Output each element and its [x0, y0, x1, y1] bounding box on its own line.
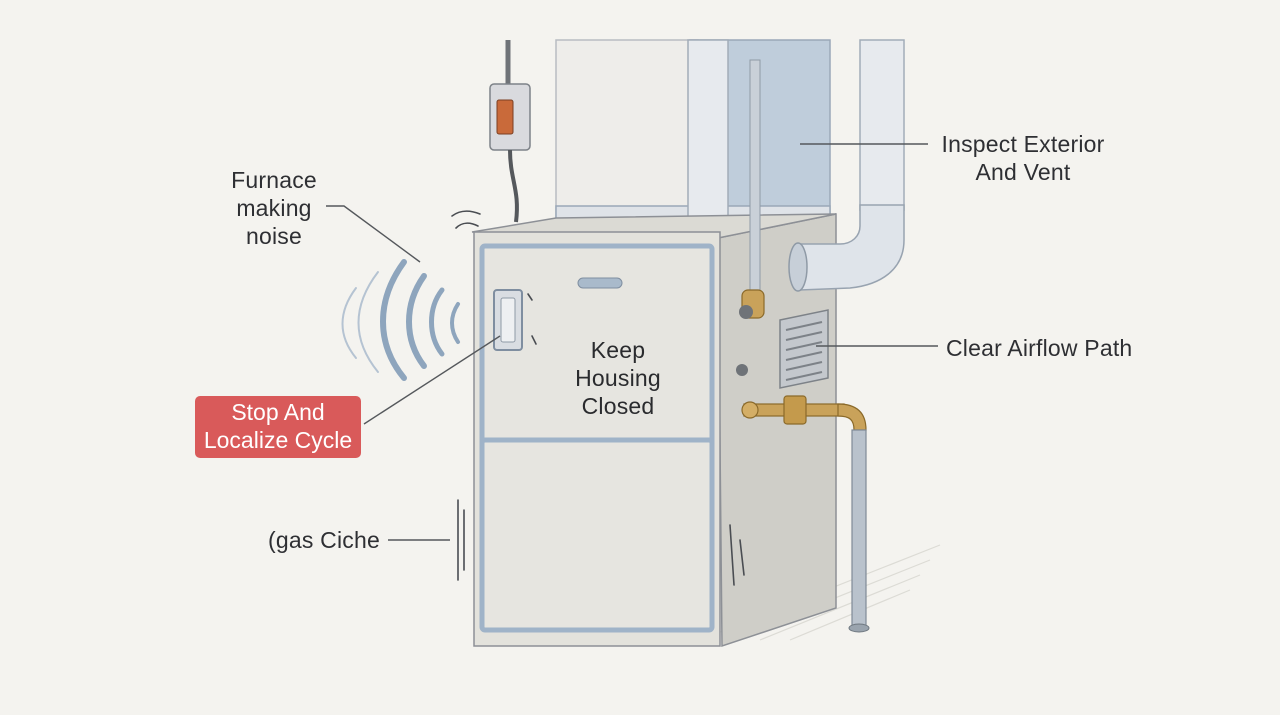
supply-duct: [555, 39, 831, 237]
power-switch-icon: [489, 40, 531, 223]
vibration-marks: [451, 210, 745, 586]
exhaust-elbow-icon: [788, 39, 905, 292]
gas-riser: [736, 59, 765, 376]
leader-lines: [326, 143, 938, 541]
furnace-noise-label: Furnace making noise: [231, 167, 317, 249]
stop-cycle-badge: Stop And Localize Cycle: [195, 396, 361, 458]
keep-housing-closed-label: Keep Housing Closed: [575, 337, 661, 419]
sound-wave-icon: [341, 259, 460, 381]
clear-airflow-label: Clear Airflow Path: [946, 335, 1133, 361]
inspect-exterior-label: Inspect Exterior And Vent: [941, 131, 1105, 185]
vent-grille-icon: [779, 309, 829, 389]
gas-valve-icon: [741, 395, 870, 633]
upper-door: [479, 243, 715, 449]
gas-label: (gas Ciche: [268, 527, 380, 553]
lower-door: [479, 437, 715, 633]
